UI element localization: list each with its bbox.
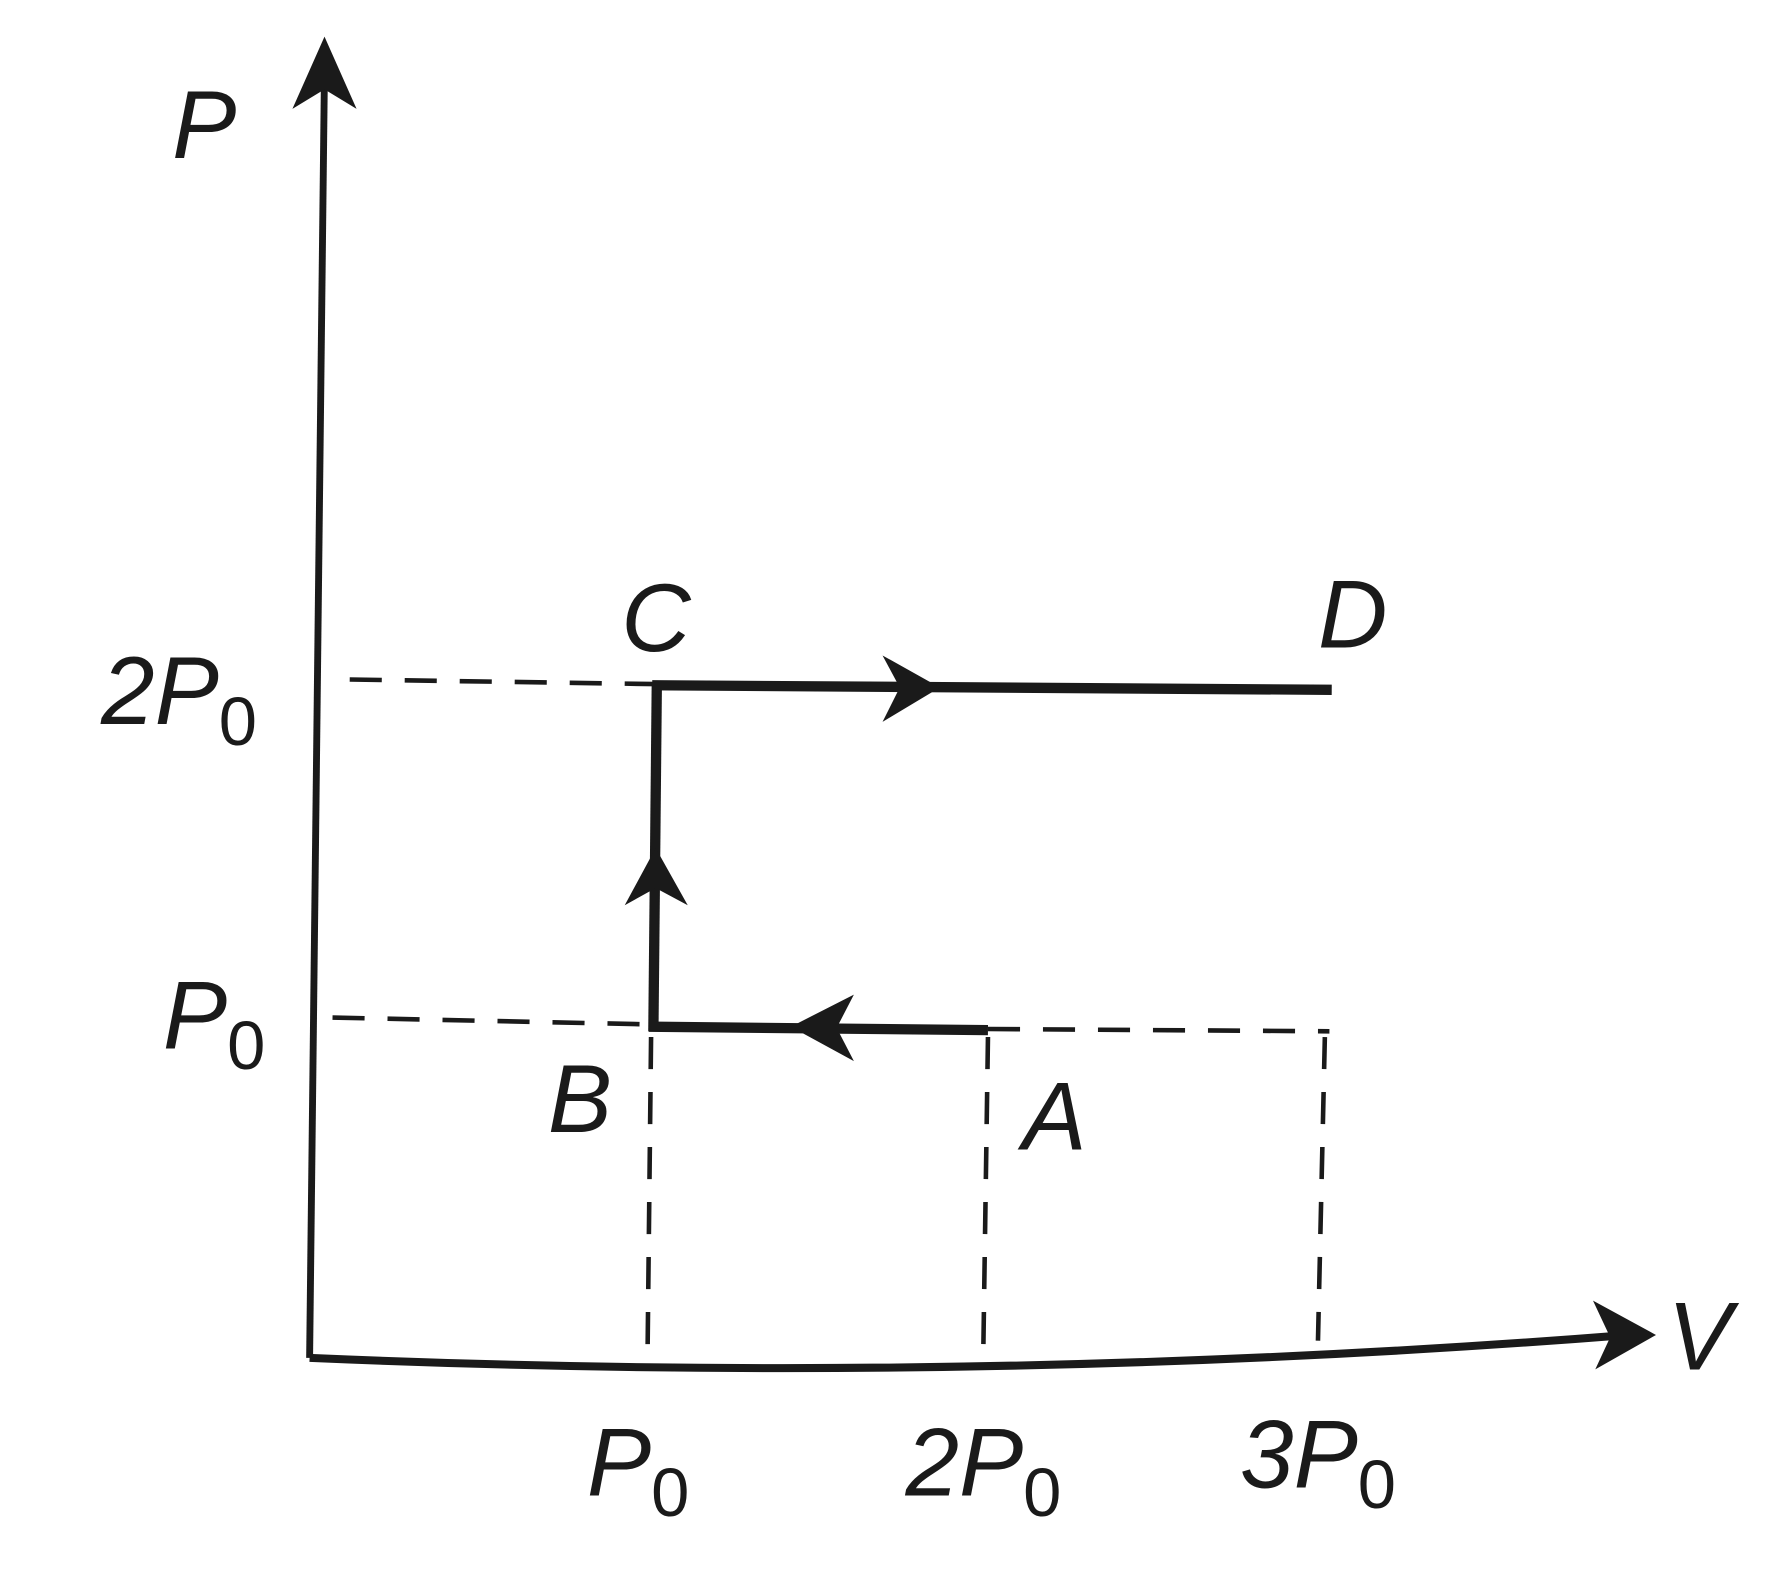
point-label-a: A	[1017, 1063, 1086, 1170]
v-axis-arrowhead-icon	[1592, 1300, 1657, 1370]
arrow-b-c-icon	[624, 847, 688, 906]
x-tick-p0: P0	[587, 1409, 689, 1531]
point-label-b: B	[548, 1046, 612, 1153]
segment-c-d	[652, 680, 1332, 695]
arrow-a-b-icon	[790, 994, 854, 1062]
v-axis	[309, 1330, 1628, 1373]
x-axis-label: V	[1667, 1283, 1739, 1390]
point-label-c: C	[621, 565, 692, 672]
process-path	[648, 680, 1332, 1036]
guide-lines	[332, 677, 1330, 1347]
y-tick-p0: P0	[163, 962, 265, 1084]
y-axis-label: P	[172, 72, 236, 179]
arrow-c-d-icon	[882, 655, 940, 722]
point-label-d: D	[1318, 561, 1388, 668]
y-tick-2p0: 2P0	[100, 638, 257, 760]
p-axis-arrowhead-icon	[292, 36, 357, 109]
p-axis	[306, 68, 328, 1358]
x-tick-3p0: 3P0	[1240, 1401, 1396, 1523]
x-tick-2p0: 2P0	[904, 1409, 1061, 1531]
